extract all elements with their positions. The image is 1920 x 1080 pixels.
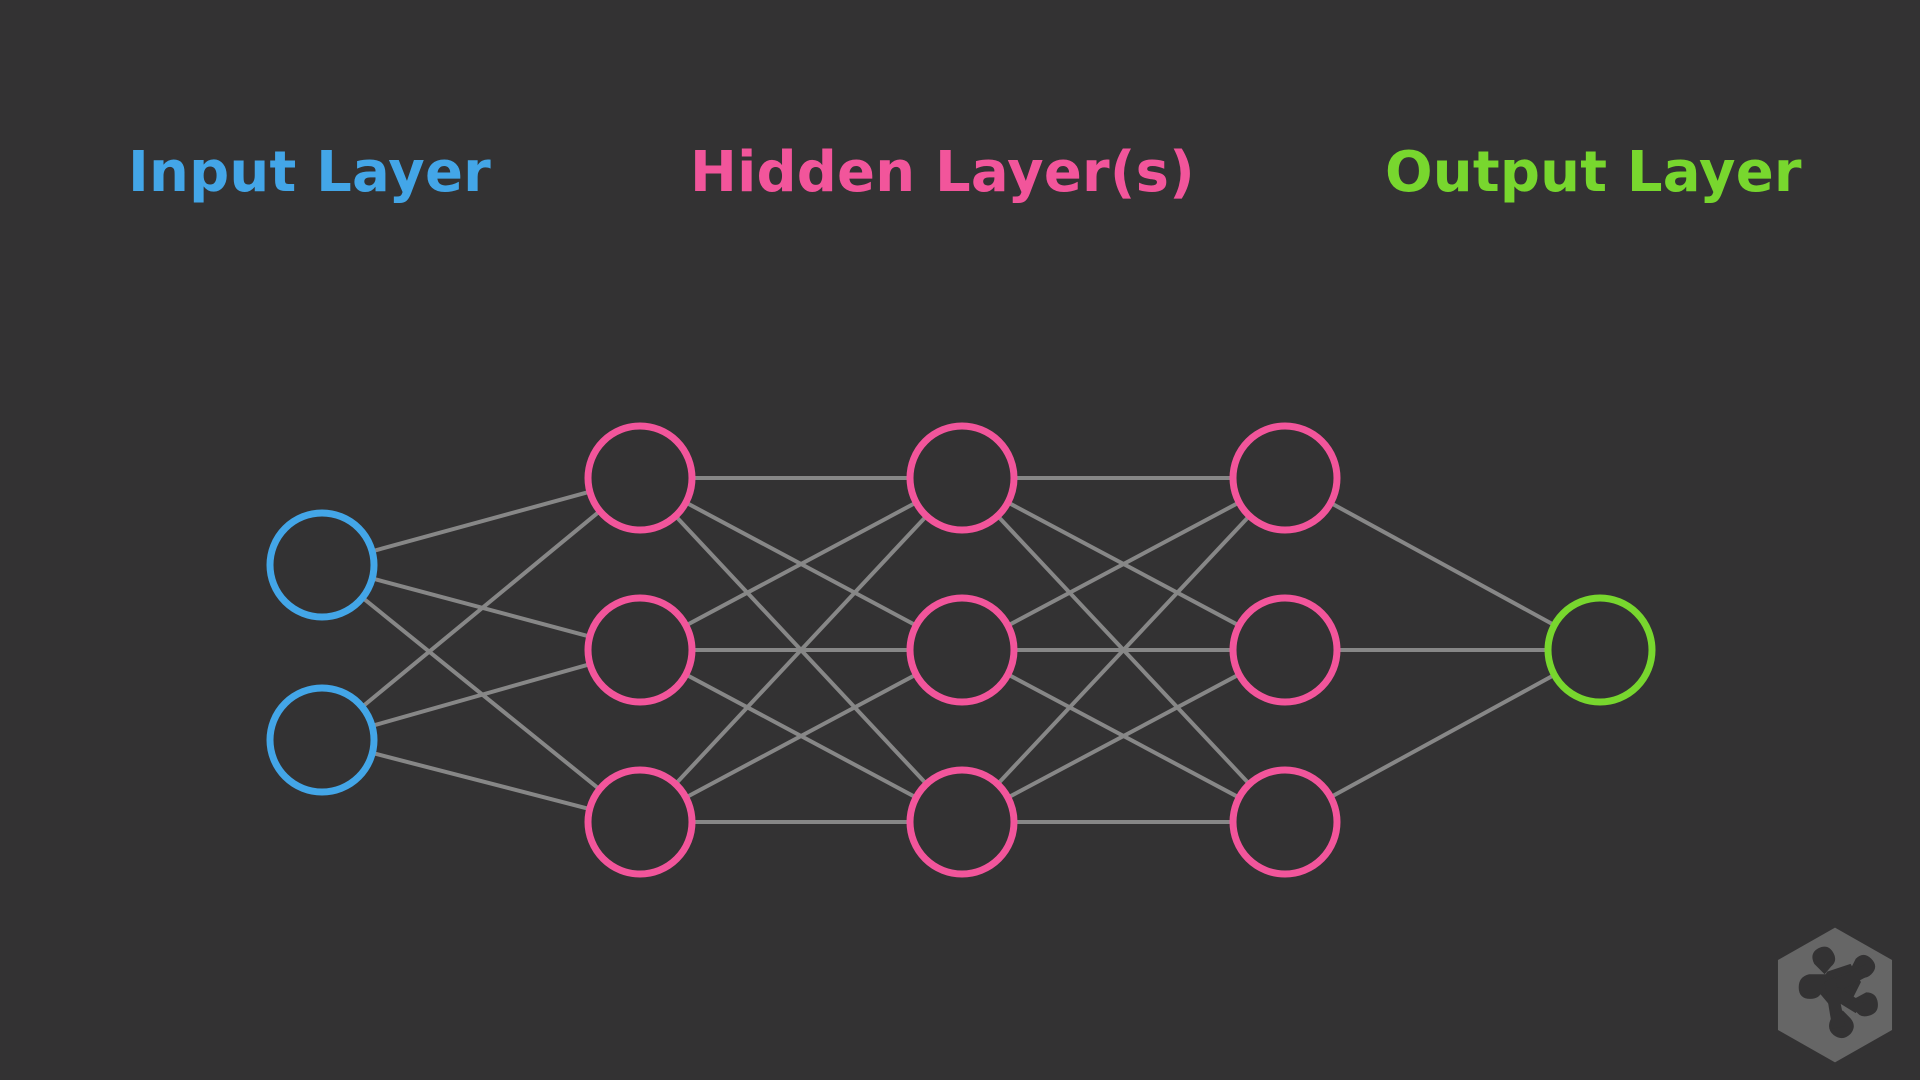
network-node-h1_3 xyxy=(584,766,696,878)
brand-watermark-logo xyxy=(1777,927,1893,1063)
connection-edge xyxy=(683,672,919,800)
connection-edge xyxy=(360,509,602,709)
network-node-h2_3 xyxy=(906,766,1018,878)
network-node-h1_2 xyxy=(584,594,696,706)
connection-edge xyxy=(683,500,919,628)
connection-edge xyxy=(370,489,592,554)
network-node-h1_1 xyxy=(584,422,696,534)
connection-edge xyxy=(1328,672,1557,800)
network-nodes xyxy=(266,422,1656,878)
connection-edge xyxy=(370,750,592,812)
connection-edge xyxy=(995,513,1252,787)
connection-edge xyxy=(1005,672,1242,800)
network-node-i2 xyxy=(266,684,378,796)
connection-edge xyxy=(1328,500,1557,628)
connection-edge xyxy=(1005,500,1242,628)
network-node-h3_1 xyxy=(1229,422,1341,534)
output-layer-label: Output Layer xyxy=(1385,140,1802,205)
hidden-layer-label: Hidden Layer(s) xyxy=(690,140,1195,205)
network-node-h2_2 xyxy=(906,594,1018,706)
neuron-glyph-icon xyxy=(1798,946,1878,1039)
connection-edge xyxy=(673,513,929,787)
connection-edge xyxy=(370,662,592,728)
network-node-o1 xyxy=(1544,594,1656,706)
network-node-h2_1 xyxy=(906,422,1018,534)
connection-edges xyxy=(360,476,1557,824)
network-node-h3_2 xyxy=(1229,594,1341,706)
network-node-i1 xyxy=(266,509,378,621)
input-layer-label: Input Layer xyxy=(128,140,491,205)
network-node-h3_3 xyxy=(1229,766,1341,878)
